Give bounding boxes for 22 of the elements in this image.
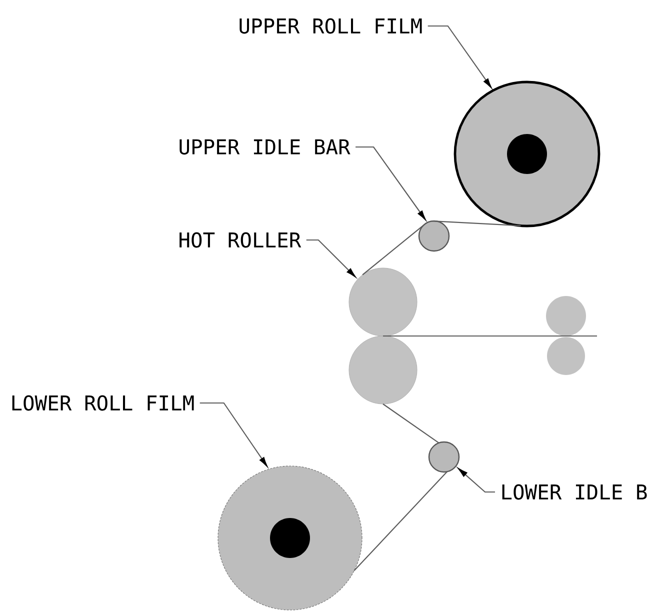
- film-line: [362, 224, 426, 276]
- hot-roller: [348, 268, 418, 336]
- pinch-roller: [547, 337, 585, 375]
- film-line: [432, 220, 521, 226]
- part-label: HOT ROLLER: [180, 232, 302, 248]
- part-label: LOWER ROLL FILM: [12, 395, 194, 411]
- part-label: UPPER ROLL FILM: [240, 18, 422, 34]
- part-label: LOWER IDLE B: [502, 484, 647, 500]
- film-line: [354, 471, 448, 572]
- idle-roller: [418, 220, 450, 252]
- film-roll: [454, 80, 600, 228]
- leader-line: [428, 25, 492, 88]
- pinch-roller: [546, 296, 586, 336]
- leader-line: [458, 468, 495, 493]
- idle-roller: [428, 441, 460, 473]
- film-line: [382, 404, 440, 444]
- leader-line: [356, 146, 426, 220]
- film-roll: [218, 466, 362, 610]
- hot-roller: [348, 336, 418, 404]
- leader-line: [306, 239, 356, 278]
- part-label: UPPER IDLE BAR: [180, 139, 350, 155]
- leader-line: [200, 402, 268, 467]
